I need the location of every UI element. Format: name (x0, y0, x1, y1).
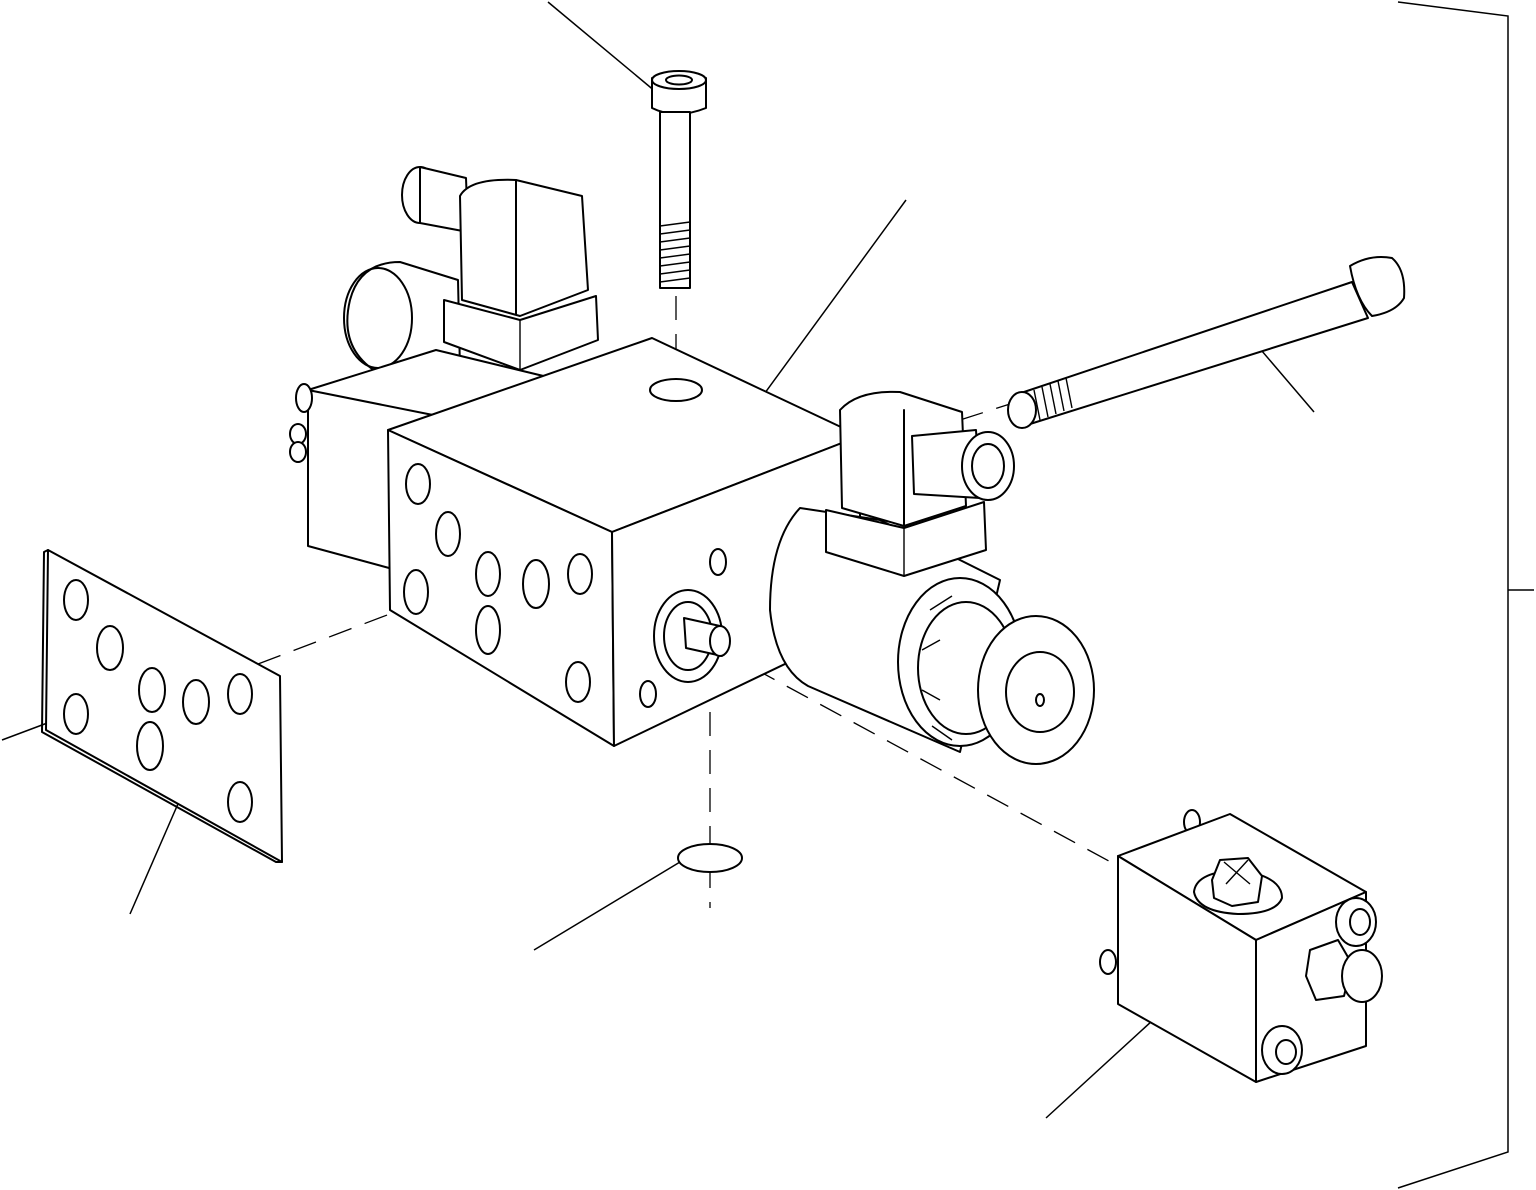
front-solenoid (769, 390, 1095, 765)
o-ring (677, 843, 743, 873)
socket-head-bolt-vertical (651, 70, 707, 289)
leader-line-bolt (547, 1, 657, 93)
rear-block-studs (289, 383, 313, 463)
gasket-plate (41, 549, 283, 863)
valve-body-ports (403, 463, 593, 703)
leader-line-o-ring (533, 861, 681, 951)
long-bolt (1007, 256, 1406, 429)
assembly-bracket (1397, 1, 1534, 1189)
gasket-holes (63, 579, 253, 823)
relief-valve-block (1099, 809, 1383, 1083)
leader-line-gasket (129, 789, 185, 915)
rear-solenoid (343, 166, 599, 375)
top-port (649, 378, 703, 402)
